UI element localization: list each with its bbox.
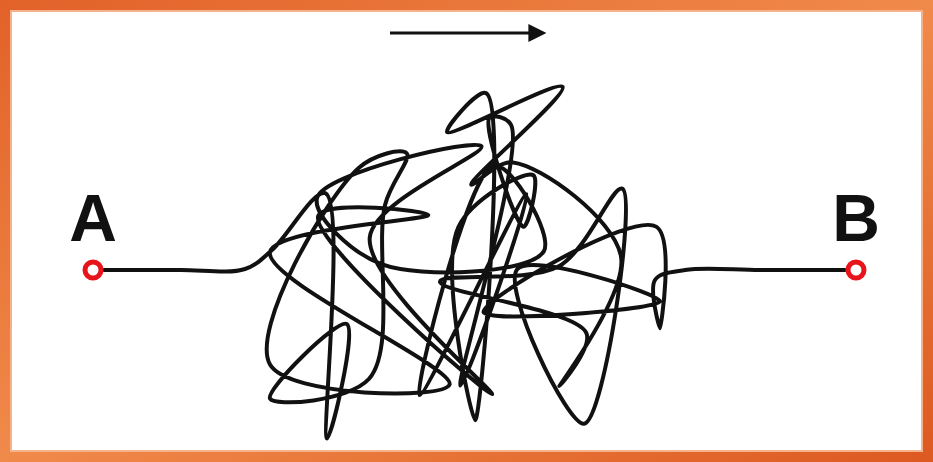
- endpoint-circle: A: [82, 259, 104, 281]
- endpoint-ring: [85, 262, 101, 278]
- inner-border: [11, 11, 922, 451]
- endpoint-ring: [845, 259, 867, 281]
- endpoint-ring: [848, 262, 864, 278]
- orange-border: [5, 5, 928, 457]
- direction-arrow: [390, 32, 532, 35]
- point-label: A: [69, 185, 117, 251]
- endpoint-circle: B: [845, 259, 867, 281]
- point-label: B: [832, 185, 880, 251]
- tangled-line: [104, 86, 845, 438]
- endpoint-ring: [82, 259, 104, 281]
